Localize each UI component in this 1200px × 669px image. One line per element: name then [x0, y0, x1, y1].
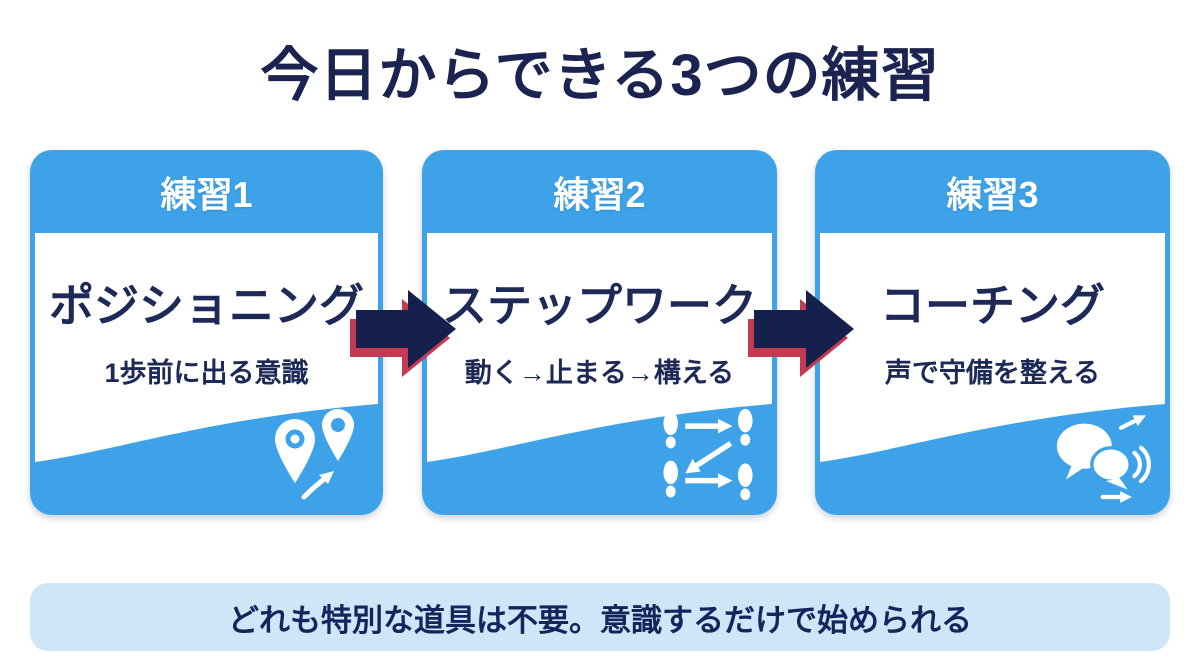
card-2-subtitle: 動く→止まる→構える: [464, 358, 735, 388]
card-1-badge: 練習1: [160, 173, 253, 215]
card-2-title: ステップワーク: [441, 280, 757, 331]
card-3-body: コーチング 声で守備を整える: [820, 233, 1165, 515]
wave-shape: [427, 404, 772, 515]
flow-arrow-1: [350, 290, 456, 377]
map-pins-icon: [275, 409, 354, 500]
flow-arrow-2: [748, 290, 854, 377]
card-1-title: ポジショニング: [48, 280, 364, 331]
practice-card-3: 練習3 コーチング 声で守備を整える: [815, 150, 1170, 515]
speech-bubbles-icon: [1056, 415, 1151, 503]
card-2-body: ステップワーク 動く→止まる→構える: [427, 233, 772, 515]
practice-card-1: 練習1 ポジショニング 1歩前に出る意識: [30, 150, 383, 515]
footer-banner: どれも特別な道具は不要。意識するだけで始められる: [30, 583, 1170, 651]
card-3-title: コーチング: [879, 280, 1105, 331]
card-3-badge: 練習3: [946, 173, 1039, 215]
card-3-subtitle: 声で守備を整える: [884, 358, 1101, 388]
card-1-subtitle: 1歩前に出る意識: [104, 358, 309, 388]
footsteps-icon: [663, 408, 753, 501]
card-2-badge: 練習2: [553, 173, 646, 215]
practice-card-2: 練習2 ステップワーク 動く→止まる→構える: [422, 150, 777, 515]
card-1-body: ポジショニング 1歩前に出る意識: [35, 233, 378, 515]
page-title: 今日からできる3つの練習: [260, 43, 940, 108]
